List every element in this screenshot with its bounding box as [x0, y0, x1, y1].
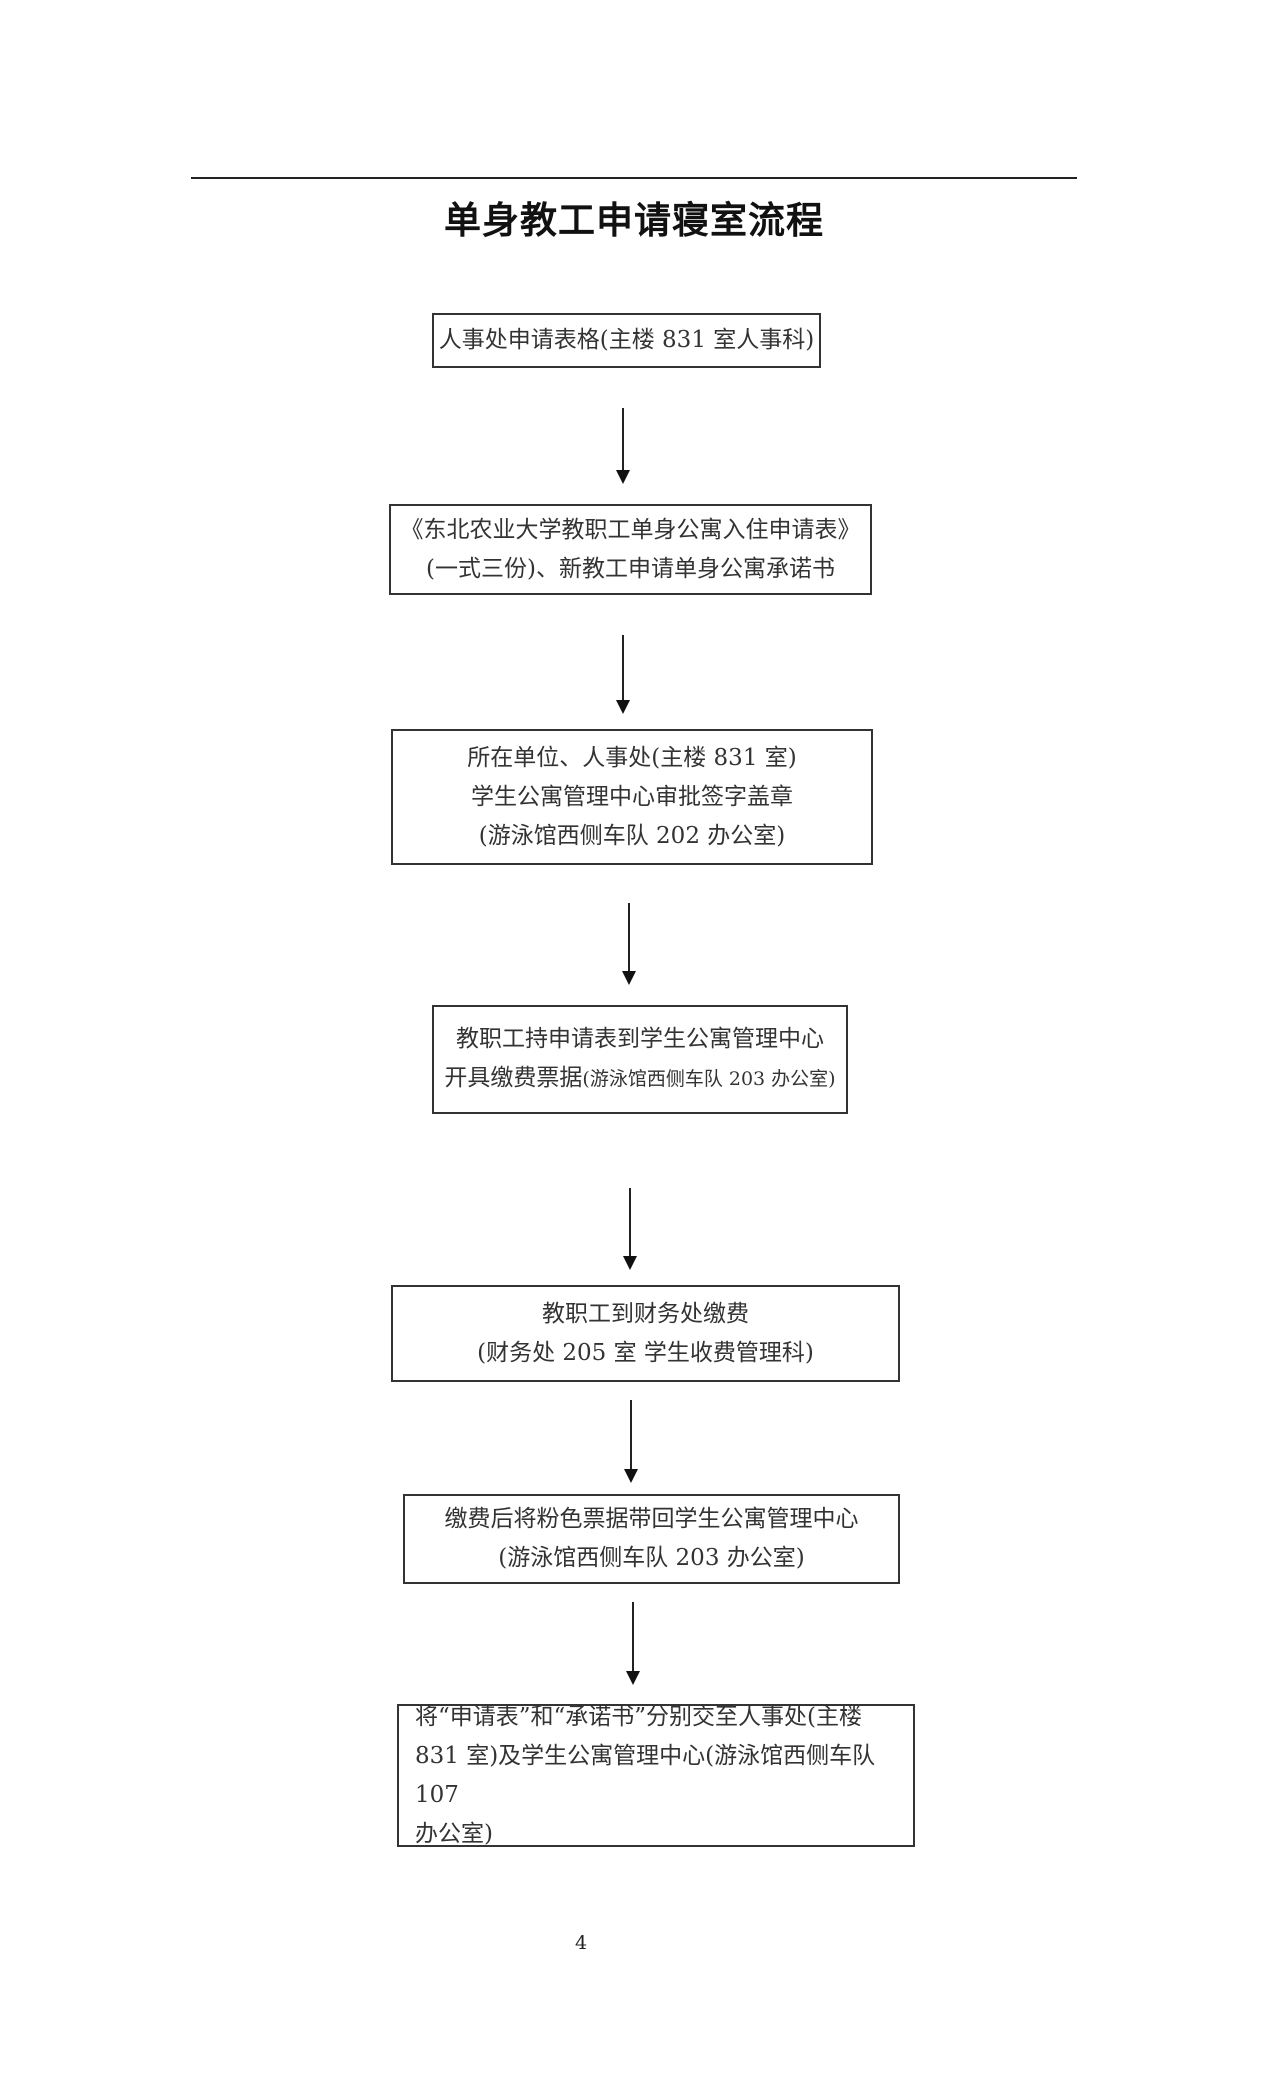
step-5-line: 教职工到财务处缴费 — [542, 1300, 749, 1327]
step-7-line: 办公室) — [415, 1820, 493, 1847]
step-6-line: 缴费后将粉色票据带回学生公寓管理中心 — [444, 1506, 859, 1532]
step-2-line: (一式三份)、新教工申请单身公寓承诺书 — [426, 555, 835, 582]
step-5-line: (财务处 205 室 学生收费管理科) — [477, 1339, 814, 1366]
arrow-down-icon — [616, 408, 630, 484]
arrow-down-icon — [622, 903, 636, 985]
arrow-down-icon — [623, 1188, 637, 1270]
step-3-line: 所在单位、人事处(主楼 831 室) — [467, 744, 797, 771]
arrow-down-icon — [626, 1602, 640, 1685]
step-3-line: 学生公寓管理中心审批签字盖章 — [471, 783, 793, 810]
page-title: 单身教工申请寝室流程 — [444, 199, 824, 242]
step-3-line: (游泳馆西侧车队 202 办公室) — [478, 822, 786, 849]
step-4-box: 教职工持申请表到学生公寓管理中心 开具缴费票据(游泳馆西侧车队 203 办公室) — [432, 1005, 848, 1114]
step-3-box: 所在单位、人事处(主楼 831 室) 学生公寓管理中心审批签字盖章 (游泳馆西侧… — [391, 729, 873, 865]
arrow-down-icon — [616, 635, 630, 714]
step-6-box: 缴费后将粉色票据带回学生公寓管理中心 (游泳馆西侧车队 203 办公室) — [403, 1494, 900, 1584]
step-2-box: 《东北农业大学教职工单身公寓入住申请表》 (一式三份)、新教工申请单身公寓承诺书 — [389, 504, 872, 595]
step-1-line: 人事处申请表格(主楼 831 室人事科) — [438, 327, 815, 353]
step-4-line: 开具缴费票据(游泳馆西侧车队 203 办公室) — [444, 1065, 836, 1091]
step-4-line: 教职工持申请表到学生公寓管理中心 — [456, 1026, 824, 1052]
page-number: 4 — [574, 1932, 588, 1954]
step-7-line: 831 室)及学生公寓管理中心(游泳馆西侧车队 107 — [415, 1742, 876, 1808]
step-6-line: (游泳馆西侧车队 203 办公室) — [498, 1545, 805, 1571]
step-7-box: 将“申请表”和“承诺书”分别交至人事处(主楼 831 室)及学生公寓管理中心(游… — [397, 1704, 915, 1847]
step-2-line: 《东北农业大学教职工单身公寓入住申请表》 — [400, 516, 861, 543]
step-5-box: 教职工到财务处缴费 (财务处 205 室 学生收费管理科) — [391, 1285, 900, 1382]
step-1-box: 人事处申请表格(主楼 831 室人事科) — [432, 313, 821, 368]
header-rule — [191, 177, 1077, 179]
step-7-line: 将“申请表”和“承诺书”分别交至人事处(主楼 — [415, 1703, 863, 1730]
arrow-down-icon — [624, 1400, 638, 1483]
